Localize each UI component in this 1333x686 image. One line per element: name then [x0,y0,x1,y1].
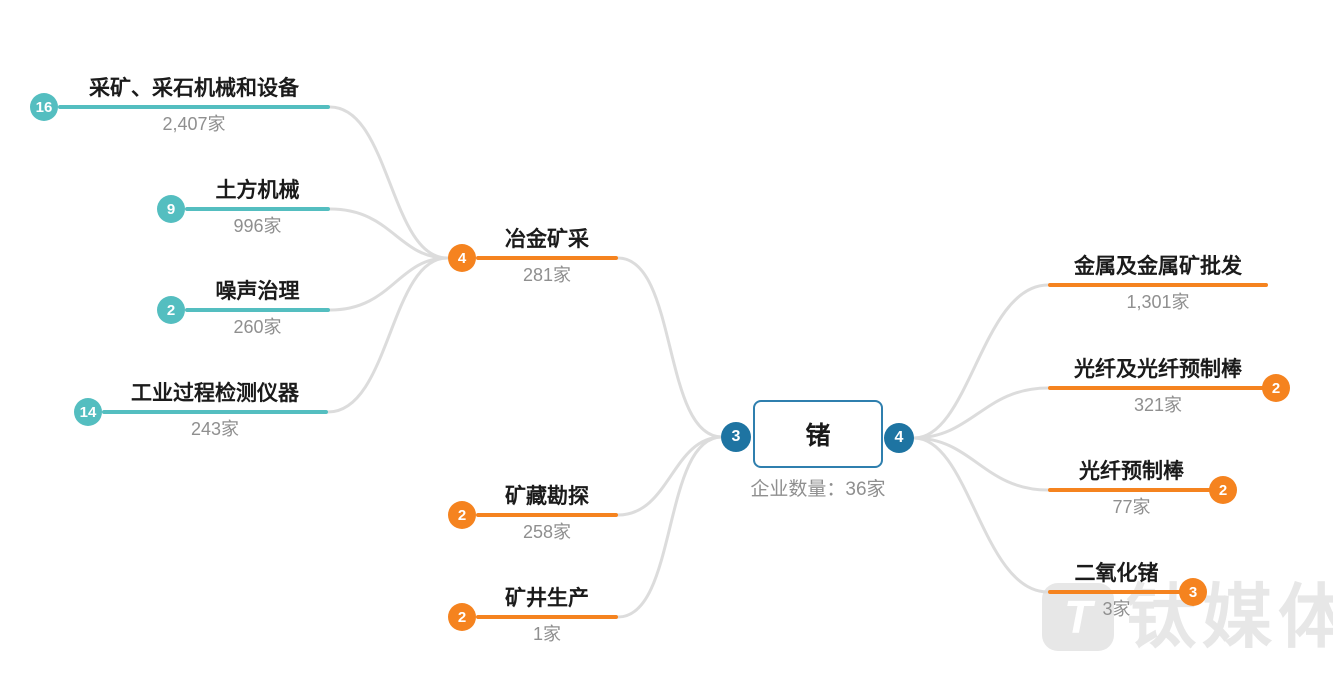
node-underline [1048,488,1215,492]
node-count: 243家 [190,419,240,439]
tmtpost-watermark: T 钛媒体 [1042,582,1333,652]
node-optical-fiber-preform[interactable]: 光纤预制棒 77家 2 [1048,459,1237,519]
node-underline [476,513,618,517]
tmtpost-logo-glyph: T [1063,591,1093,643]
node-label: 光纤及光纤预制棒 [1074,358,1242,381]
node-count: 3家 [1102,599,1131,619]
node-count: 1家 [532,624,561,644]
node-badge[interactable]: 14 [74,398,102,426]
node-count: 77家 [1112,497,1151,517]
node-underline [102,410,328,414]
node-badge[interactable]: 4 [448,244,476,272]
node-label: 采矿、采石机械和设备 [89,77,299,100]
node-industrial-process-instruments[interactable]: 工业过程检测仪器 243家 14 [74,381,328,441]
node-metal-ore-wholesale[interactable]: 金属及金属矿批发 1,301家 [1048,254,1268,314]
center-left-count-badge[interactable]: 3 [721,422,751,452]
node-underline [1048,386,1268,390]
tmtpost-logo-icon: T [1042,583,1114,651]
node-germanium-dioxide[interactable]: 二氧化锗 3家 3 [1048,561,1207,621]
node-badge[interactable]: 9 [157,195,185,223]
node-badge[interactable]: 2 [1209,476,1237,504]
node-badge[interactable]: 2 [157,296,185,324]
node-label: 矿藏勘探 [505,485,589,508]
node-label: 冶金矿采 [505,228,589,251]
root-node-germanium[interactable]: 锗 [753,400,883,468]
node-label: 噪声治理 [215,280,300,303]
node-mine-production[interactable]: 矿井生产 1家 2 [448,586,618,646]
node-label: 矿井生产 [505,587,589,610]
node-count: 281家 [522,265,572,285]
node-underline [476,256,618,260]
node-label: 金属及金属矿批发 [1074,255,1242,278]
node-underline [1048,283,1268,287]
node-label: 土方机械 [215,179,300,202]
node-label: 工业过程检测仪器 [131,382,299,405]
node-mineral-exploration[interactable]: 矿藏勘探 258家 2 [448,484,618,544]
node-badge[interactable]: 2 [448,501,476,529]
node-metallurgical-mining[interactable]: 冶金矿采 281家 4 [448,227,618,287]
node-badge[interactable]: 16 [30,93,58,121]
node-badge[interactable]: 3 [1179,578,1207,606]
node-optical-fiber-and-preform[interactable]: 光纤及光纤预制棒 321家 2 [1048,357,1290,417]
node-earthmoving-machinery[interactable]: 土方机械 996家 9 [157,178,330,238]
node-underline [185,308,330,312]
node-count: 2,407家 [162,114,226,134]
node-badge[interactable]: 2 [1262,374,1290,402]
node-underline [185,207,330,211]
center-right-count-badge[interactable]: 4 [884,423,914,453]
node-underline [476,615,618,619]
node-mining-quarrying-machinery[interactable]: 采矿、采石机械和设备 2,407家 16 [30,76,330,136]
node-count: 996家 [233,216,282,236]
node-label: 光纤预制棒 [1079,460,1184,483]
node-underline [58,105,330,109]
node-count: 258家 [522,522,572,542]
node-underline [1048,590,1185,594]
root-node-company-count: 企业数量：36家 [750,479,886,500]
node-count: 260家 [233,317,282,337]
node-label: 二氧化锗 [1074,562,1159,585]
node-badge[interactable]: 2 [448,603,476,631]
node-count: 1,301家 [1126,292,1190,312]
root-node-label: 锗 [805,422,831,450]
node-count: 321家 [1133,395,1183,415]
node-noise-control[interactable]: 噪声治理 260家 2 [157,279,330,339]
